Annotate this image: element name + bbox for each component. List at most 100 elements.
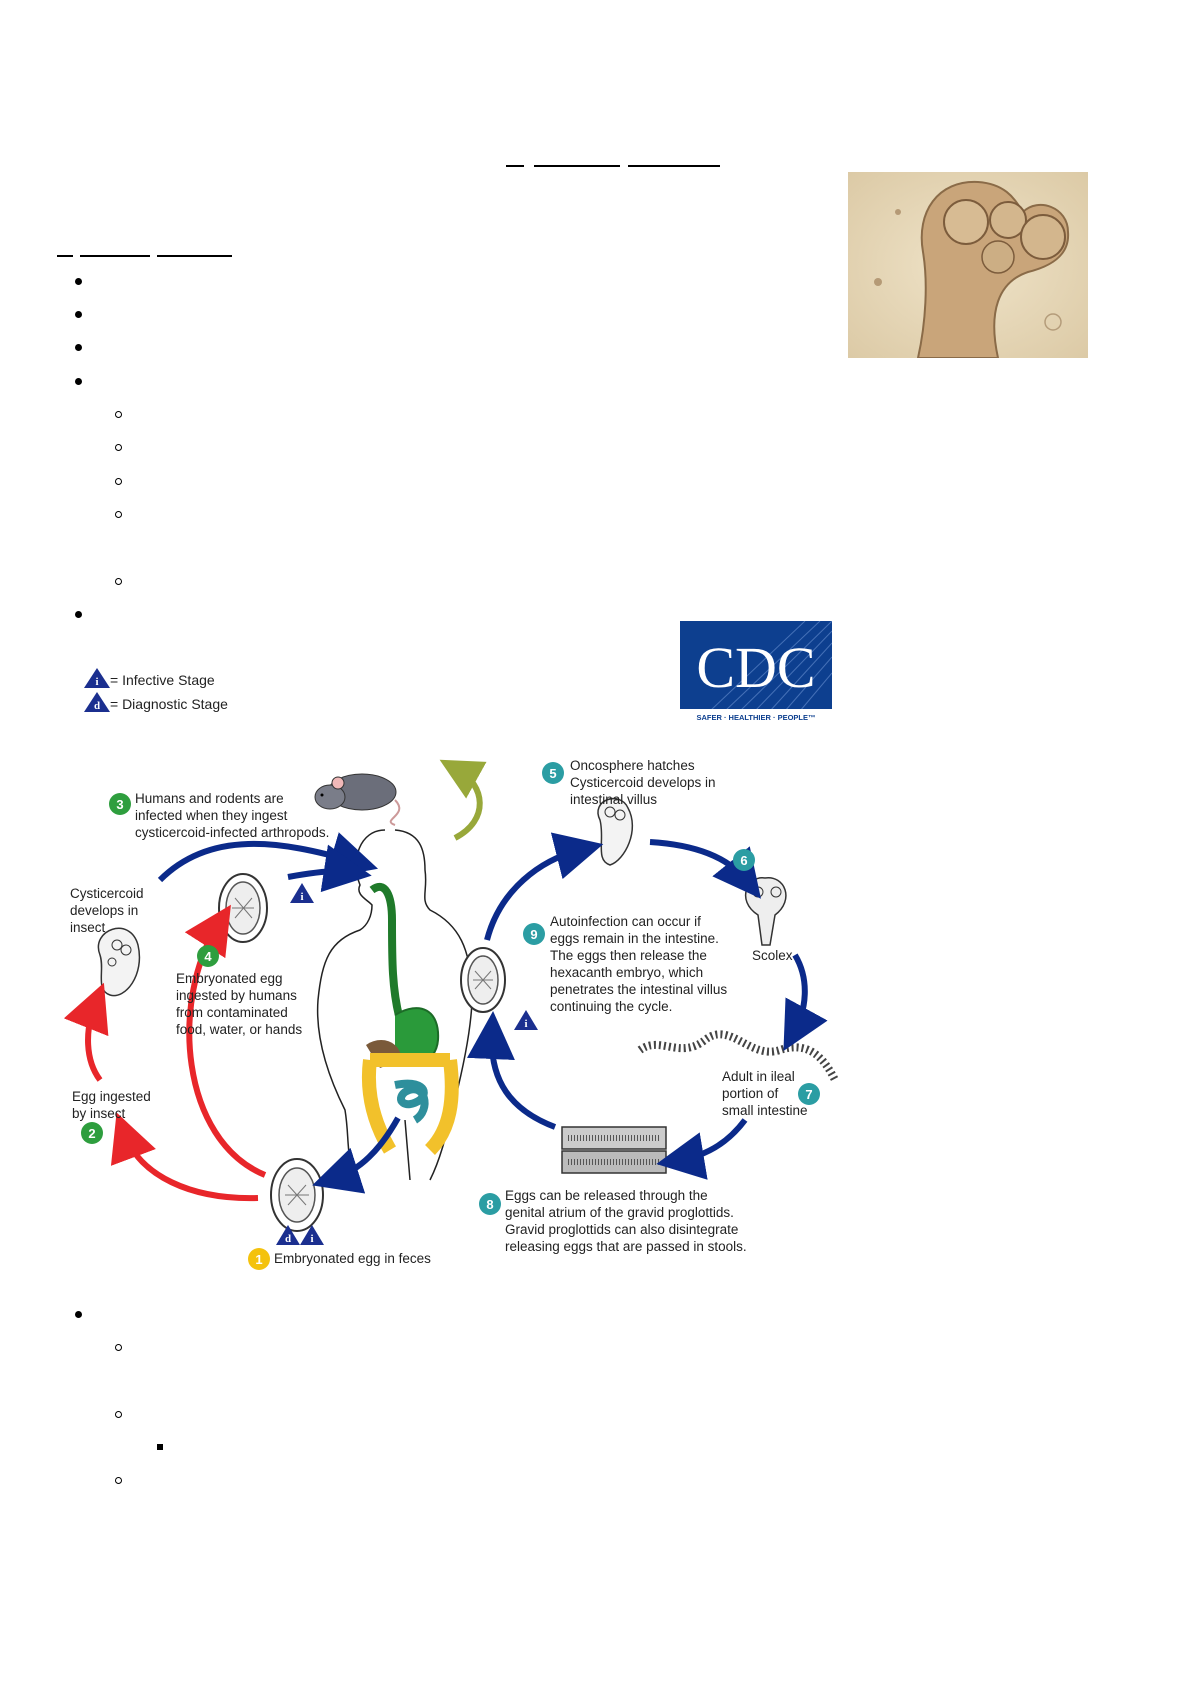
step2-text-1: Egg ingested <box>72 1089 151 1104</box>
cysticercoid-insect <box>97 927 141 997</box>
svg-text:i: i <box>310 1233 313 1245</box>
arrow-body-feces <box>312 1116 401 1194</box>
bullet-dot <box>75 378 82 385</box>
step3-text-2: infected when they ingest <box>135 808 288 823</box>
hollow-circle-bullet <box>115 578 122 585</box>
arrow-5-6 <box>649 839 762 899</box>
scolex-drawing <box>745 877 787 946</box>
arrow-6-7 <box>783 953 828 1052</box>
svg-text:4: 4 <box>204 949 212 964</box>
diagnostic-triangle-icon: d <box>276 1225 300 1245</box>
arrow-red-2-cyst <box>63 982 109 1082</box>
hollow-circle-bullet <box>115 1477 122 1484</box>
step7-text-2: portion of <box>722 1086 779 1101</box>
step8-text-1: Eggs can be released through the <box>505 1188 708 1203</box>
step9-text-5: penetrates the intestinal villus <box>550 982 727 997</box>
cdc-tagline: SAFER · HEALTHIER · PEOPLE™ <box>696 713 815 722</box>
step4-text-3: from contaminated <box>176 1005 288 1020</box>
svg-text:3: 3 <box>116 797 123 812</box>
step9-text-4: hexacanth embryo, which <box>550 965 703 980</box>
step9-text-2: eggs remain in the intestine. <box>550 931 719 946</box>
step-badge-3: 3 <box>109 793 131 815</box>
digestive-tract <box>362 882 459 1155</box>
step3-text-1: Humans and rodents are <box>135 791 284 806</box>
cdc-letters: CDC <box>696 635 815 700</box>
step5-text-1: Oncosphere hatches <box>570 758 695 773</box>
step7-text-1: Adult in ileal <box>722 1069 795 1084</box>
scolex-label: Scolex <box>752 948 793 963</box>
egg-step9 <box>460 947 506 1013</box>
step9-text-3: The eggs then release the <box>550 948 707 963</box>
cysticercoid-villus <box>597 797 634 866</box>
heading-underline-3 <box>628 165 720 167</box>
arrow-red-1-2 <box>110 1112 259 1202</box>
info-triangle-icon: i <box>300 1225 324 1245</box>
step8-text-3: Gravid proglottids can also disintegrate <box>505 1222 738 1237</box>
egg-step1 <box>270 1158 324 1232</box>
bullet-dot <box>75 278 82 285</box>
step-badge-4: 4 <box>197 945 219 967</box>
heading-underline-1 <box>506 165 524 167</box>
hollow-circle-bullet <box>115 1344 122 1351</box>
svg-text:i: i <box>524 1018 527 1030</box>
section-underline-2 <box>80 255 150 257</box>
gravid-proglottids <box>561 1126 667 1174</box>
cysticercoid-label-2: develops in <box>70 903 138 918</box>
step8-text-4: releasing eggs that are passed in stools… <box>505 1239 747 1254</box>
step7-text-3: small intestine <box>722 1103 808 1118</box>
step4-text-4: food, water, or hands <box>176 1022 302 1037</box>
hollow-circle-bullet <box>115 411 122 418</box>
step-badge-2: 2 <box>81 1122 103 1144</box>
cdc-logo: CDC SAFER · HEALTHIER · PEOPLE™ <box>680 621 832 724</box>
cysticercoid-label-3: insect <box>70 920 106 935</box>
step-badge-9: 9 <box>523 923 545 945</box>
step4-text-2: ingested by humans <box>176 988 297 1003</box>
adult-worm <box>637 1030 839 1082</box>
egg-step4 <box>218 873 268 943</box>
bullet-dot <box>75 611 82 618</box>
cysticercoid-label-1: Cysticercoid <box>70 886 144 901</box>
diagnostic-triangle-icon: d <box>94 700 100 712</box>
hollow-circle-bullet <box>115 1411 122 1418</box>
step-badge-1: 1 <box>248 1248 270 1270</box>
step-badge-6: 6 <box>733 849 755 871</box>
step-badge-8: 8 <box>479 1193 501 1215</box>
svg-text:5: 5 <box>549 766 556 781</box>
step9-text-6: continuing the cycle. <box>550 999 672 1014</box>
bullet-dot <box>75 311 82 318</box>
heading-underline-2 <box>534 165 620 167</box>
step1-text: Embryonated egg in feces <box>274 1251 431 1266</box>
svg-text:8: 8 <box>486 1197 493 1212</box>
microscope-photo <box>848 172 1088 358</box>
hollow-circle-bullet <box>115 511 122 518</box>
svg-text:= Infective Stage: = Infective Stage <box>110 672 215 688</box>
section-underline-3 <box>157 255 232 257</box>
step5-text-3: intestinal villus <box>570 792 657 807</box>
bullet-dot <box>75 344 82 351</box>
svg-text:= Diagnostic Stage: = Diagnostic Stage <box>110 696 228 712</box>
bullet-dot <box>75 1311 82 1318</box>
svg-text:7: 7 <box>805 1087 812 1102</box>
arrow-4-blue <box>287 844 372 893</box>
arrow-7-8 <box>656 1118 748 1180</box>
square-bullet <box>157 1444 163 1450</box>
info-triangle-icon: i <box>514 1010 538 1030</box>
info-triangle-icon: i <box>95 676 98 688</box>
info-triangle-icon: i <box>290 883 314 903</box>
svg-text:d: d <box>285 1233 291 1245</box>
svg-text:2: 2 <box>88 1126 95 1141</box>
step4-text-1: Embryonated egg <box>176 971 283 986</box>
svg-text:1: 1 <box>255 1252 262 1267</box>
hollow-circle-bullet <box>115 478 122 485</box>
step-badge-5: 5 <box>542 762 564 784</box>
svg-text:6: 6 <box>740 853 747 868</box>
olive-arrow <box>439 759 487 841</box>
svg-text:i: i <box>300 891 303 903</box>
rat-illustration <box>314 773 401 826</box>
step9-text-1: Autoinfection can occur if <box>550 914 701 929</box>
legend-infective: i = Infective Stage <box>84 668 215 688</box>
legend-diagnostic: d = Diagnostic Stage <box>84 692 228 712</box>
arrow-8-9 <box>466 1011 557 1130</box>
step2-text-2: by insect <box>72 1106 126 1121</box>
